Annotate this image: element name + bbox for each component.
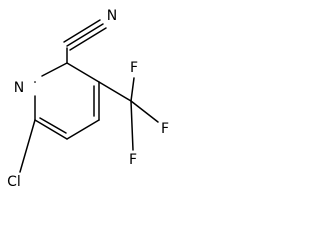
bond-c-cf3: [98, 81, 132, 102]
bond-c-cl: [19, 119, 36, 173]
atom-label-fluorine-right: F: [161, 121, 169, 137]
bond-c1-n1: [41, 62, 68, 77]
bond-cf3-f-right: [130, 100, 159, 123]
bond-nitrile-2: [63, 19, 101, 43]
atom-label-fluorine-bottom: F: [129, 152, 137, 168]
molecule-diagram: N N Cl F F F: [7, 8, 169, 190]
bond-c3-c4: [66, 62, 100, 83]
bond-cf3-f-bottom: [130, 100, 134, 151]
bond-c6-c1: [34, 119, 68, 140]
bond-nitrile-3: [69, 27, 107, 51]
bond-c6-c1-inner: [39, 117, 67, 134]
bond-c5-c6: [66, 119, 100, 140]
bond-cf3-f-top: [130, 77, 135, 102]
structure-canvas: N N Cl F F F: [0, 0, 180, 190]
bond-nitrile-1: [66, 23, 104, 47]
atom-label-ring-n: N: [14, 80, 24, 96]
atom-label-chlorine: Cl: [7, 174, 21, 189]
atom-label-nitrile-n: N: [107, 8, 117, 24]
atom-label-fluorine-top: F: [130, 60, 138, 76]
bonds: [19, 19, 159, 173]
